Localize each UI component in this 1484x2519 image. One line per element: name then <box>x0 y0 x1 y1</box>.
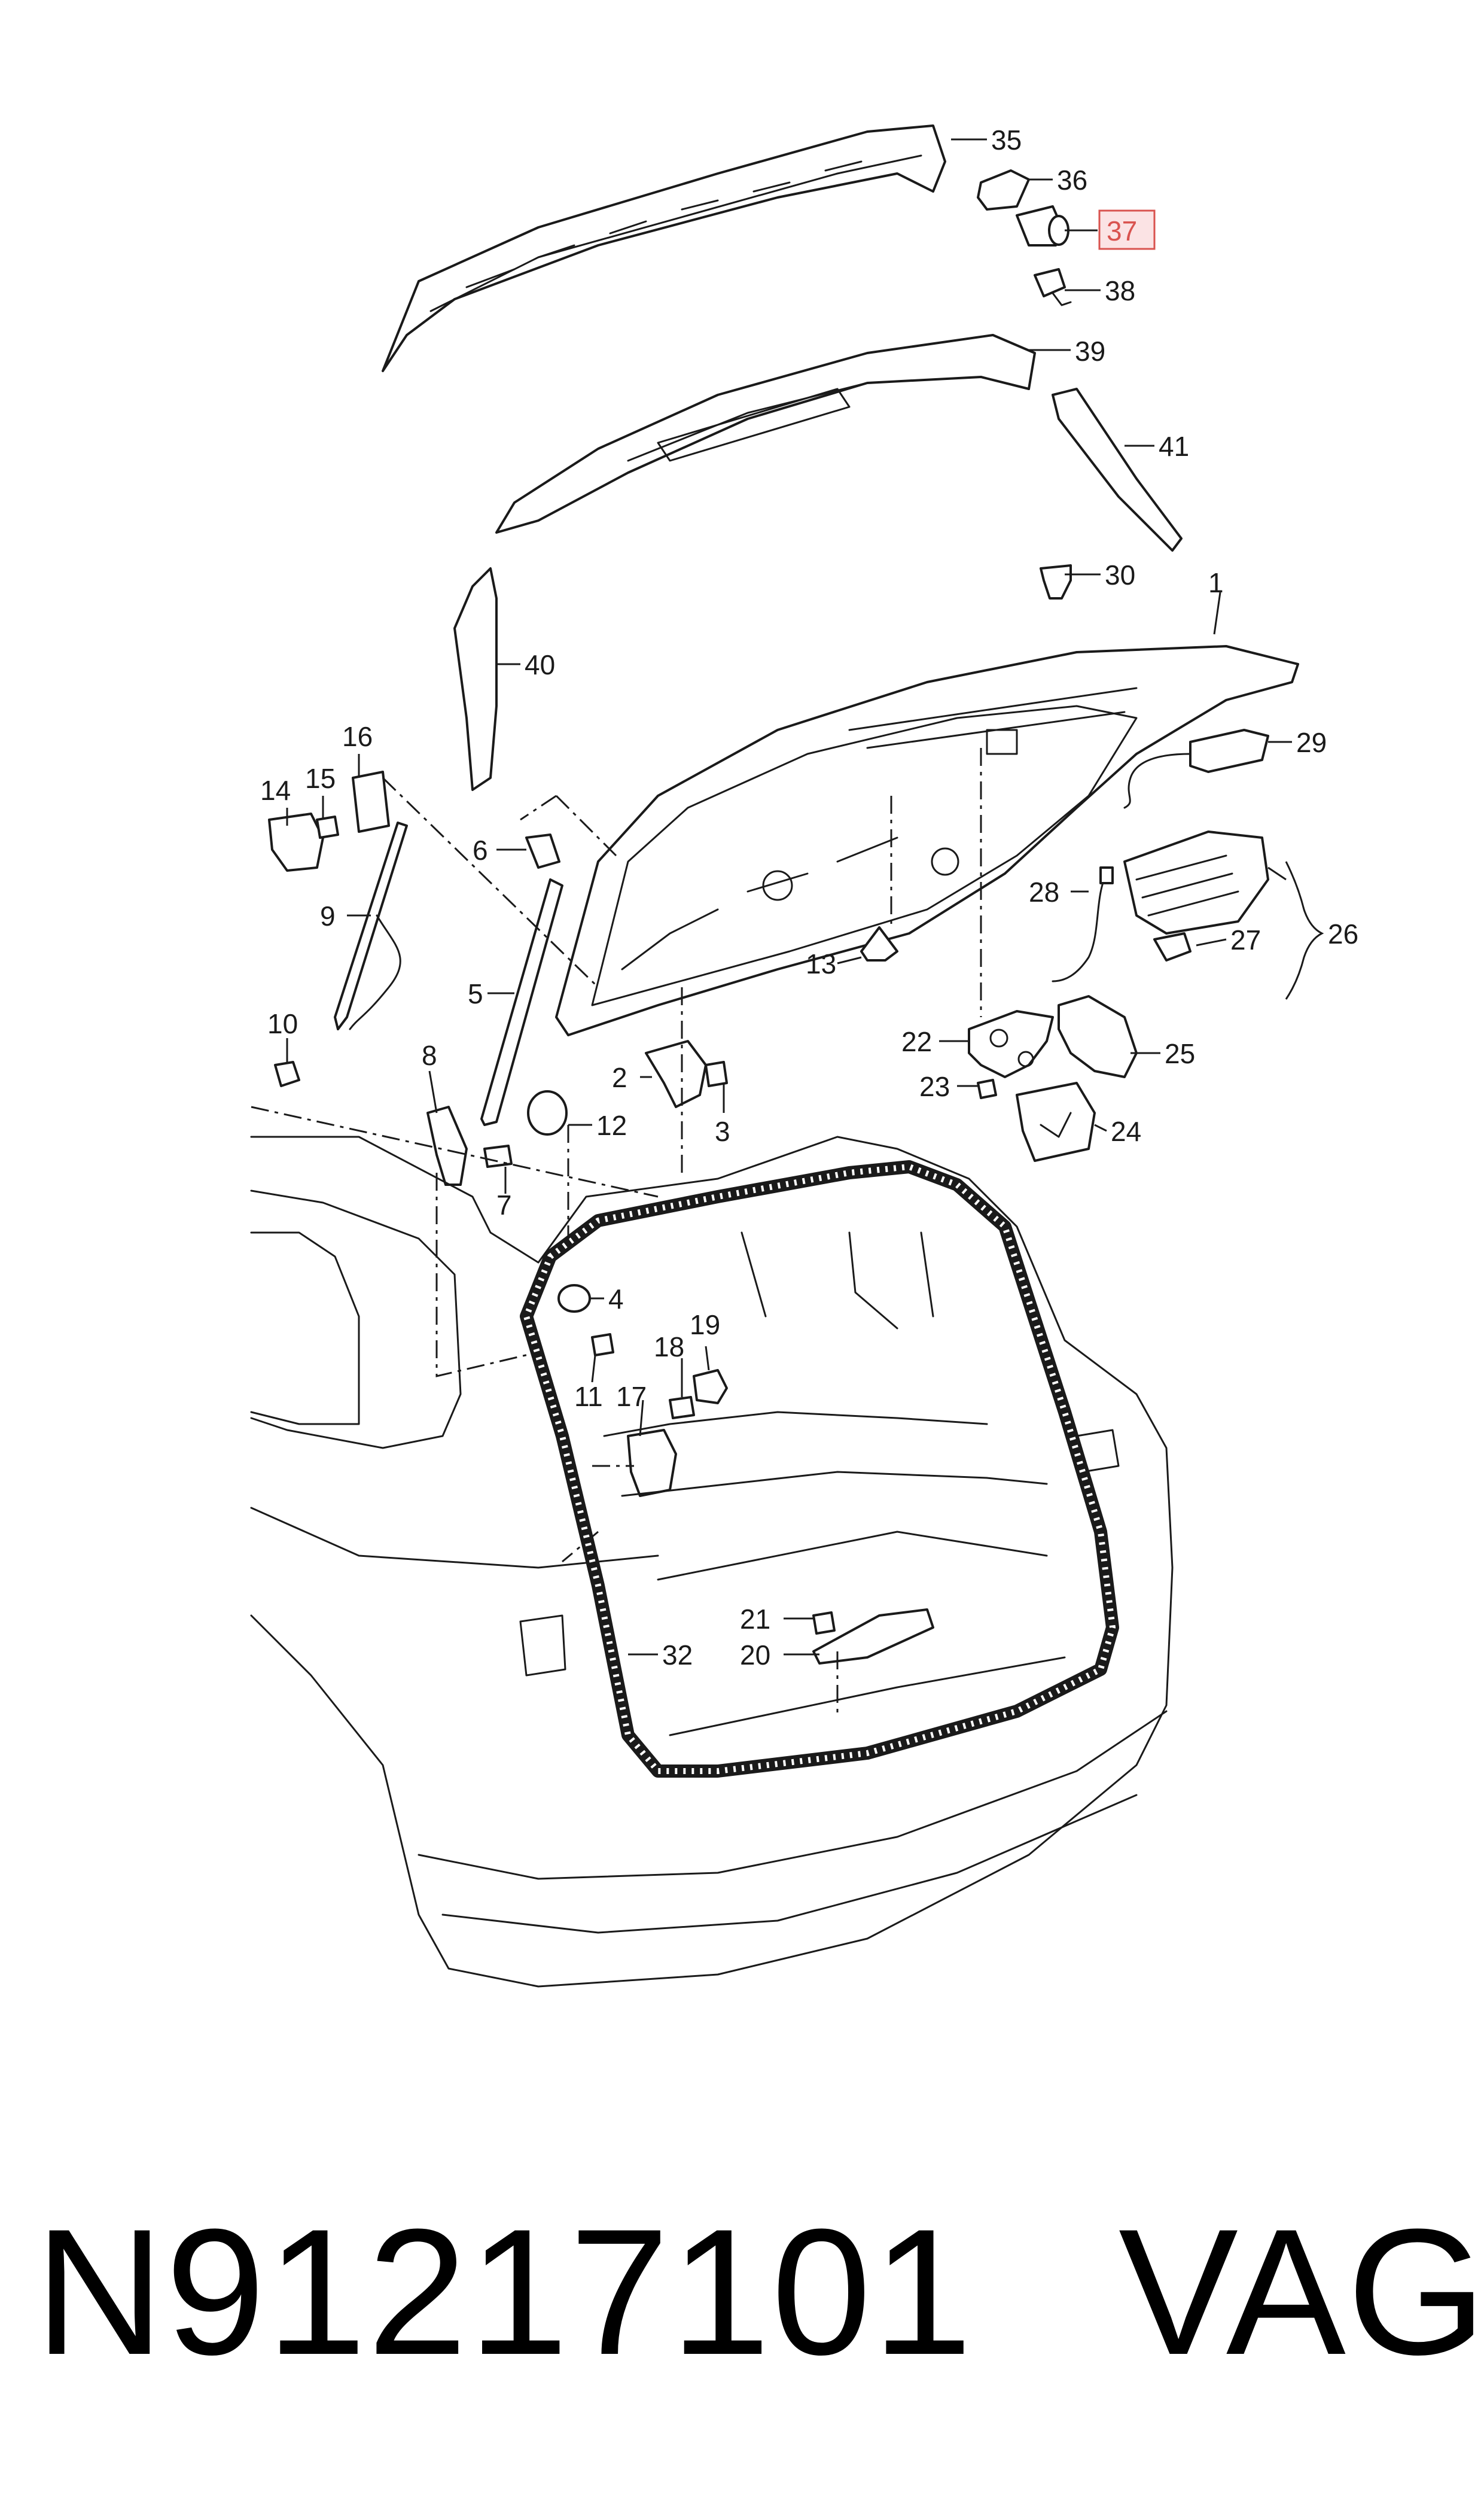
part-30-clip <box>1040 564 1072 600</box>
part-38-bolt <box>1034 268 1072 306</box>
part-number: N91217101 <box>35 2191 974 2392</box>
part-19-buffer <box>693 1369 728 1404</box>
part-35-spoiler <box>382 124 946 372</box>
part-29-switch <box>1123 729 1269 809</box>
callout-26: 26 <box>1328 918 1358 950</box>
callout-40: 40 <box>525 649 555 680</box>
callout-5: 5 <box>468 978 483 1009</box>
callout-38: 38 <box>1105 275 1135 306</box>
callout-9: 9 <box>320 900 336 932</box>
brand-name: VAG <box>1119 2191 1484 2392</box>
callout-4: 4 <box>608 1283 624 1315</box>
part-41-strip <box>1052 388 1183 552</box>
part-28-cable <box>1052 866 1114 982</box>
leader-lines <box>286 138 1324 1656</box>
part-10-ballstud <box>274 1061 300 1087</box>
part-37-grommet <box>1016 205 1069 247</box>
callout-1: 1 <box>1208 567 1224 598</box>
callout-14: 14 <box>260 775 291 806</box>
part-7-bolt <box>483 1145 513 1168</box>
part-12-cap <box>527 1090 568 1136</box>
assembly-lines <box>251 748 982 1717</box>
callout-25: 25 <box>1165 1038 1195 1069</box>
part-23-nut <box>977 1079 997 1099</box>
callout-19: 19 <box>690 1309 720 1340</box>
callout-7: 7 <box>496 1189 512 1221</box>
part-24-cover <box>1016 1082 1096 1162</box>
part-11-bolt <box>591 1333 614 1356</box>
callout-16: 16 <box>342 721 373 752</box>
part-8-bracket <box>426 1106 468 1186</box>
part-14-cover <box>268 813 324 872</box>
vehicle-body <box>250 1136 1174 1988</box>
part-27-switch <box>1153 932 1192 962</box>
part-18-bolt <box>669 1396 695 1419</box>
callout-20: 20 <box>740 1639 770 1671</box>
part-16-bracket <box>352 771 390 833</box>
part-22-latch <box>968 1010 1054 1078</box>
part-17-buffer <box>627 1429 677 1497</box>
callout-21: 21 <box>740 1604 770 1635</box>
callout-10: 10 <box>267 1008 298 1039</box>
part-1-tailgate <box>555 645 1299 1036</box>
callout-13: 13 <box>806 948 836 979</box>
callout-36: 36 <box>1057 165 1087 196</box>
callout-labels: 35 36 37 38 39 41 30 1 29 40 28 26 27 25… <box>260 124 1358 1671</box>
callout-22: 22 <box>901 1026 932 1057</box>
part-25-cover <box>1058 995 1138 1078</box>
callout-8: 8 <box>422 1040 437 1071</box>
callout-23: 23 <box>919 1071 950 1102</box>
part-9-gas-strut <box>334 822 408 1030</box>
part-20-striker <box>812 1608 934 1665</box>
part-40-strip <box>453 567 498 791</box>
callout-29: 29 <box>1296 727 1327 758</box>
callout-15: 15 <box>305 763 336 794</box>
part-5-gas-strut <box>480 878 563 1126</box>
part-4-nut <box>557 1284 591 1313</box>
part-2-hinge <box>645 1040 707 1108</box>
callout-30: 30 <box>1105 559 1135 591</box>
callout-37-highlight <box>1098 209 1156 250</box>
callout-11: 11 <box>574 1381 603 1412</box>
callout-32: 32 <box>662 1639 693 1671</box>
callout-41: 41 <box>1159 431 1189 462</box>
part-21-nut <box>812 1611 836 1635</box>
part-26-lock-motor <box>1123 830 1269 935</box>
part-3-bolt <box>705 1061 728 1087</box>
callout-28: 28 <box>1029 877 1059 908</box>
callout-18: 18 <box>654 1331 684 1362</box>
callout-12: 12 <box>596 1110 627 1141</box>
callout-24: 24 <box>1111 1116 1141 1147</box>
callout-39: 39 <box>1075 336 1105 367</box>
part-6-ballstud <box>525 833 560 869</box>
callout-27: 27 <box>1230 924 1261 956</box>
part-32-seal <box>520 1160 1119 1778</box>
part-15-bolt <box>316 816 339 839</box>
part-36-clip <box>977 169 1030 211</box>
callout-2: 2 <box>612 1062 627 1093</box>
callout-17: 17 <box>616 1381 647 1412</box>
callout-35: 35 <box>991 124 1022 156</box>
callout-3: 3 <box>715 1116 730 1147</box>
callout-6: 6 <box>473 835 488 866</box>
part-39-trim <box>495 334 1036 534</box>
callout-37[interactable]: 37 <box>1107 215 1137 247</box>
part-13-buffer <box>860 926 898 962</box>
